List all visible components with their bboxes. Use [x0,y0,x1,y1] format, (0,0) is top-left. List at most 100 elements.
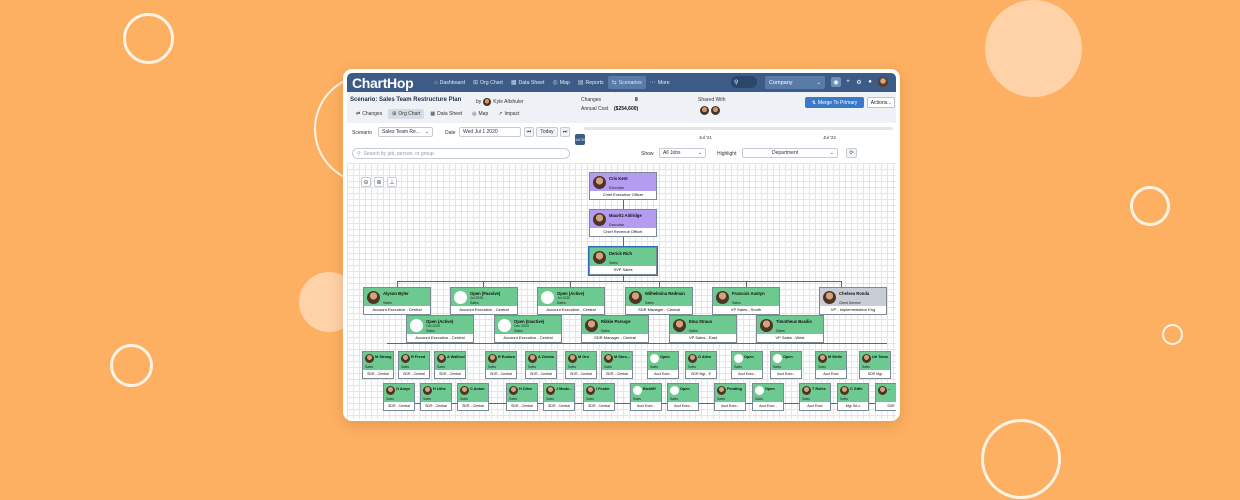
job-title: SDR - Central [421,402,451,410]
position-name: Open [744,355,754,359]
timeline-slider[interactable] [584,127,893,130]
org-card-open[interactable]: Open (Passive) Jul 2020 Sales Account Ex… [450,287,518,315]
org-card[interactable]: Chelsea Ronda Client Service VP - Implem… [819,287,887,315]
org-card[interactable]: Derick Rich Sales SVP Sales [588,246,658,276]
highlight-select[interactable]: Department⌄ [742,148,838,158]
show-select[interactable]: All Jobs⌄ [659,148,706,158]
prev-date-button[interactable]: ⏮ [524,127,534,137]
org-card[interactable]: Wilhelmina Redman Sales SDR Manager - Ce… [625,287,693,315]
zoom-out-icon[interactable]: ⊖ [361,177,371,187]
scenario-select-value: Sales Team Re... [382,129,420,135]
nav-label: Map [559,79,570,86]
org-card[interactable]: Ema Straus Sales VP Sales - East [669,315,737,343]
org-card-open[interactable]: Open (Inactive) Dec 2020 Sales Account E… [494,315,562,343]
scenarios-icon: ⇆ [611,80,617,86]
nav-org-chart[interactable]: ⊞Org Chart [469,76,507,89]
timeline-handle[interactable]: Jul '20 [575,134,585,145]
org-card[interactable]: Alyson Byler Sales Account Executive - C… [363,287,431,315]
org-card[interactable]: Rikkie Parsaye Sales SDR Manager - Centr… [581,315,649,343]
plus-icon[interactable]: + [846,79,850,85]
open-seat-photo [541,291,554,304]
nav-dashboard[interactable]: ⌂Dashboard [430,76,469,89]
org-card[interactable]: Timotheus Basilio Sales VP Sales - West [756,315,824,343]
author-name[interactable]: Kyle Altshuler [493,99,524,105]
merge-to-primary-button[interactable]: ⇅Merge To Primary [805,97,864,108]
refresh-button[interactable]: ⟳ [846,148,857,158]
shared-user-avatar[interactable] [700,106,709,115]
nav-more[interactable]: ⋯More [646,76,674,89]
global-search-button[interactable]: ⚲ [731,76,757,88]
fit-chart-icon[interactable]: ⊥ [387,177,397,187]
position-name: Bickliff [643,387,656,391]
org-chart-canvas[interactable]: ⊖ ⊕ ⊥ Cris Kent Executive Chief Executiv… [347,163,896,419]
tab-map[interactable]: ◎Map [468,109,492,119]
today-button[interactable]: Today [536,127,558,137]
person-name: O Amye [396,387,411,391]
nav-data-sheet[interactable]: ▦Data Sheet [507,76,549,89]
charthop-logo[interactable]: ChartHop [352,74,414,91]
org-card[interactable]: Cris Kent Executive Chief Executive Offi… [589,172,657,200]
eye-icon[interactable]: ◉ [831,77,841,87]
next-date-button[interactable]: ⏭ [560,127,570,137]
open-date: Jul 2020 [470,296,484,300]
date-input[interactable]: Wed Jul 1 2020 [459,127,521,137]
scenario-select[interactable]: Sales Team Re...⌄ [378,127,433,137]
person-name: H Olive [519,387,533,391]
org-card-open[interactable]: Open (Active) Jul 2020 Sales Account Exe… [537,287,605,315]
zoom-in-icon[interactable]: ⊕ [374,177,384,187]
person-dept: Executive [609,186,625,190]
nav-reports[interactable]: ▤Reports [574,76,608,89]
job-title: SDR - Central [602,370,632,378]
nav-scenarios[interactable]: ⇆Scenarios [607,76,646,89]
nav-map[interactable]: ◎Map [548,76,573,89]
org-search-input[interactable]: ⚲Search by job, person, or group. [352,148,570,159]
job-title: SDR [876,402,896,410]
job-title: SDR - Central [566,370,596,378]
shared-user-avatar[interactable] [711,106,720,115]
tab-changes[interactable]: ⇄Changes [352,109,386,119]
tab-org-chart[interactable]: ⊞Org Chart [388,109,425,119]
org-card[interactable]: Mauritz Aldridge Executive Chief Revenue… [589,209,657,237]
tab-data-sheet[interactable]: ▦Data Sheet [426,109,466,119]
actions-button[interactable]: Actions... [867,97,895,108]
job-title: SDR - Central [363,370,393,378]
org-card[interactable]: Francois Austyn Sales VP Sales - South [712,287,780,315]
bell-icon[interactable]: ● [868,79,872,85]
person-dept: Sales [514,329,523,333]
tab-impact[interactable]: ↗Impact [494,109,523,119]
company-select[interactable]: Company⌄ [765,76,825,89]
job-title: Acct Exec [800,402,830,410]
person-dept: Sales [426,329,435,333]
org-card-small[interactable]: ...SDR [875,383,896,411]
org-card-open[interactable]: Open (Active) Oct 2020 Sales Account Exe… [406,315,474,343]
nav-label: Org Chart [480,79,503,86]
gear-icon[interactable]: ⚙ [856,79,862,86]
person-name: M Oro [578,355,589,359]
user-avatar[interactable] [878,77,888,87]
